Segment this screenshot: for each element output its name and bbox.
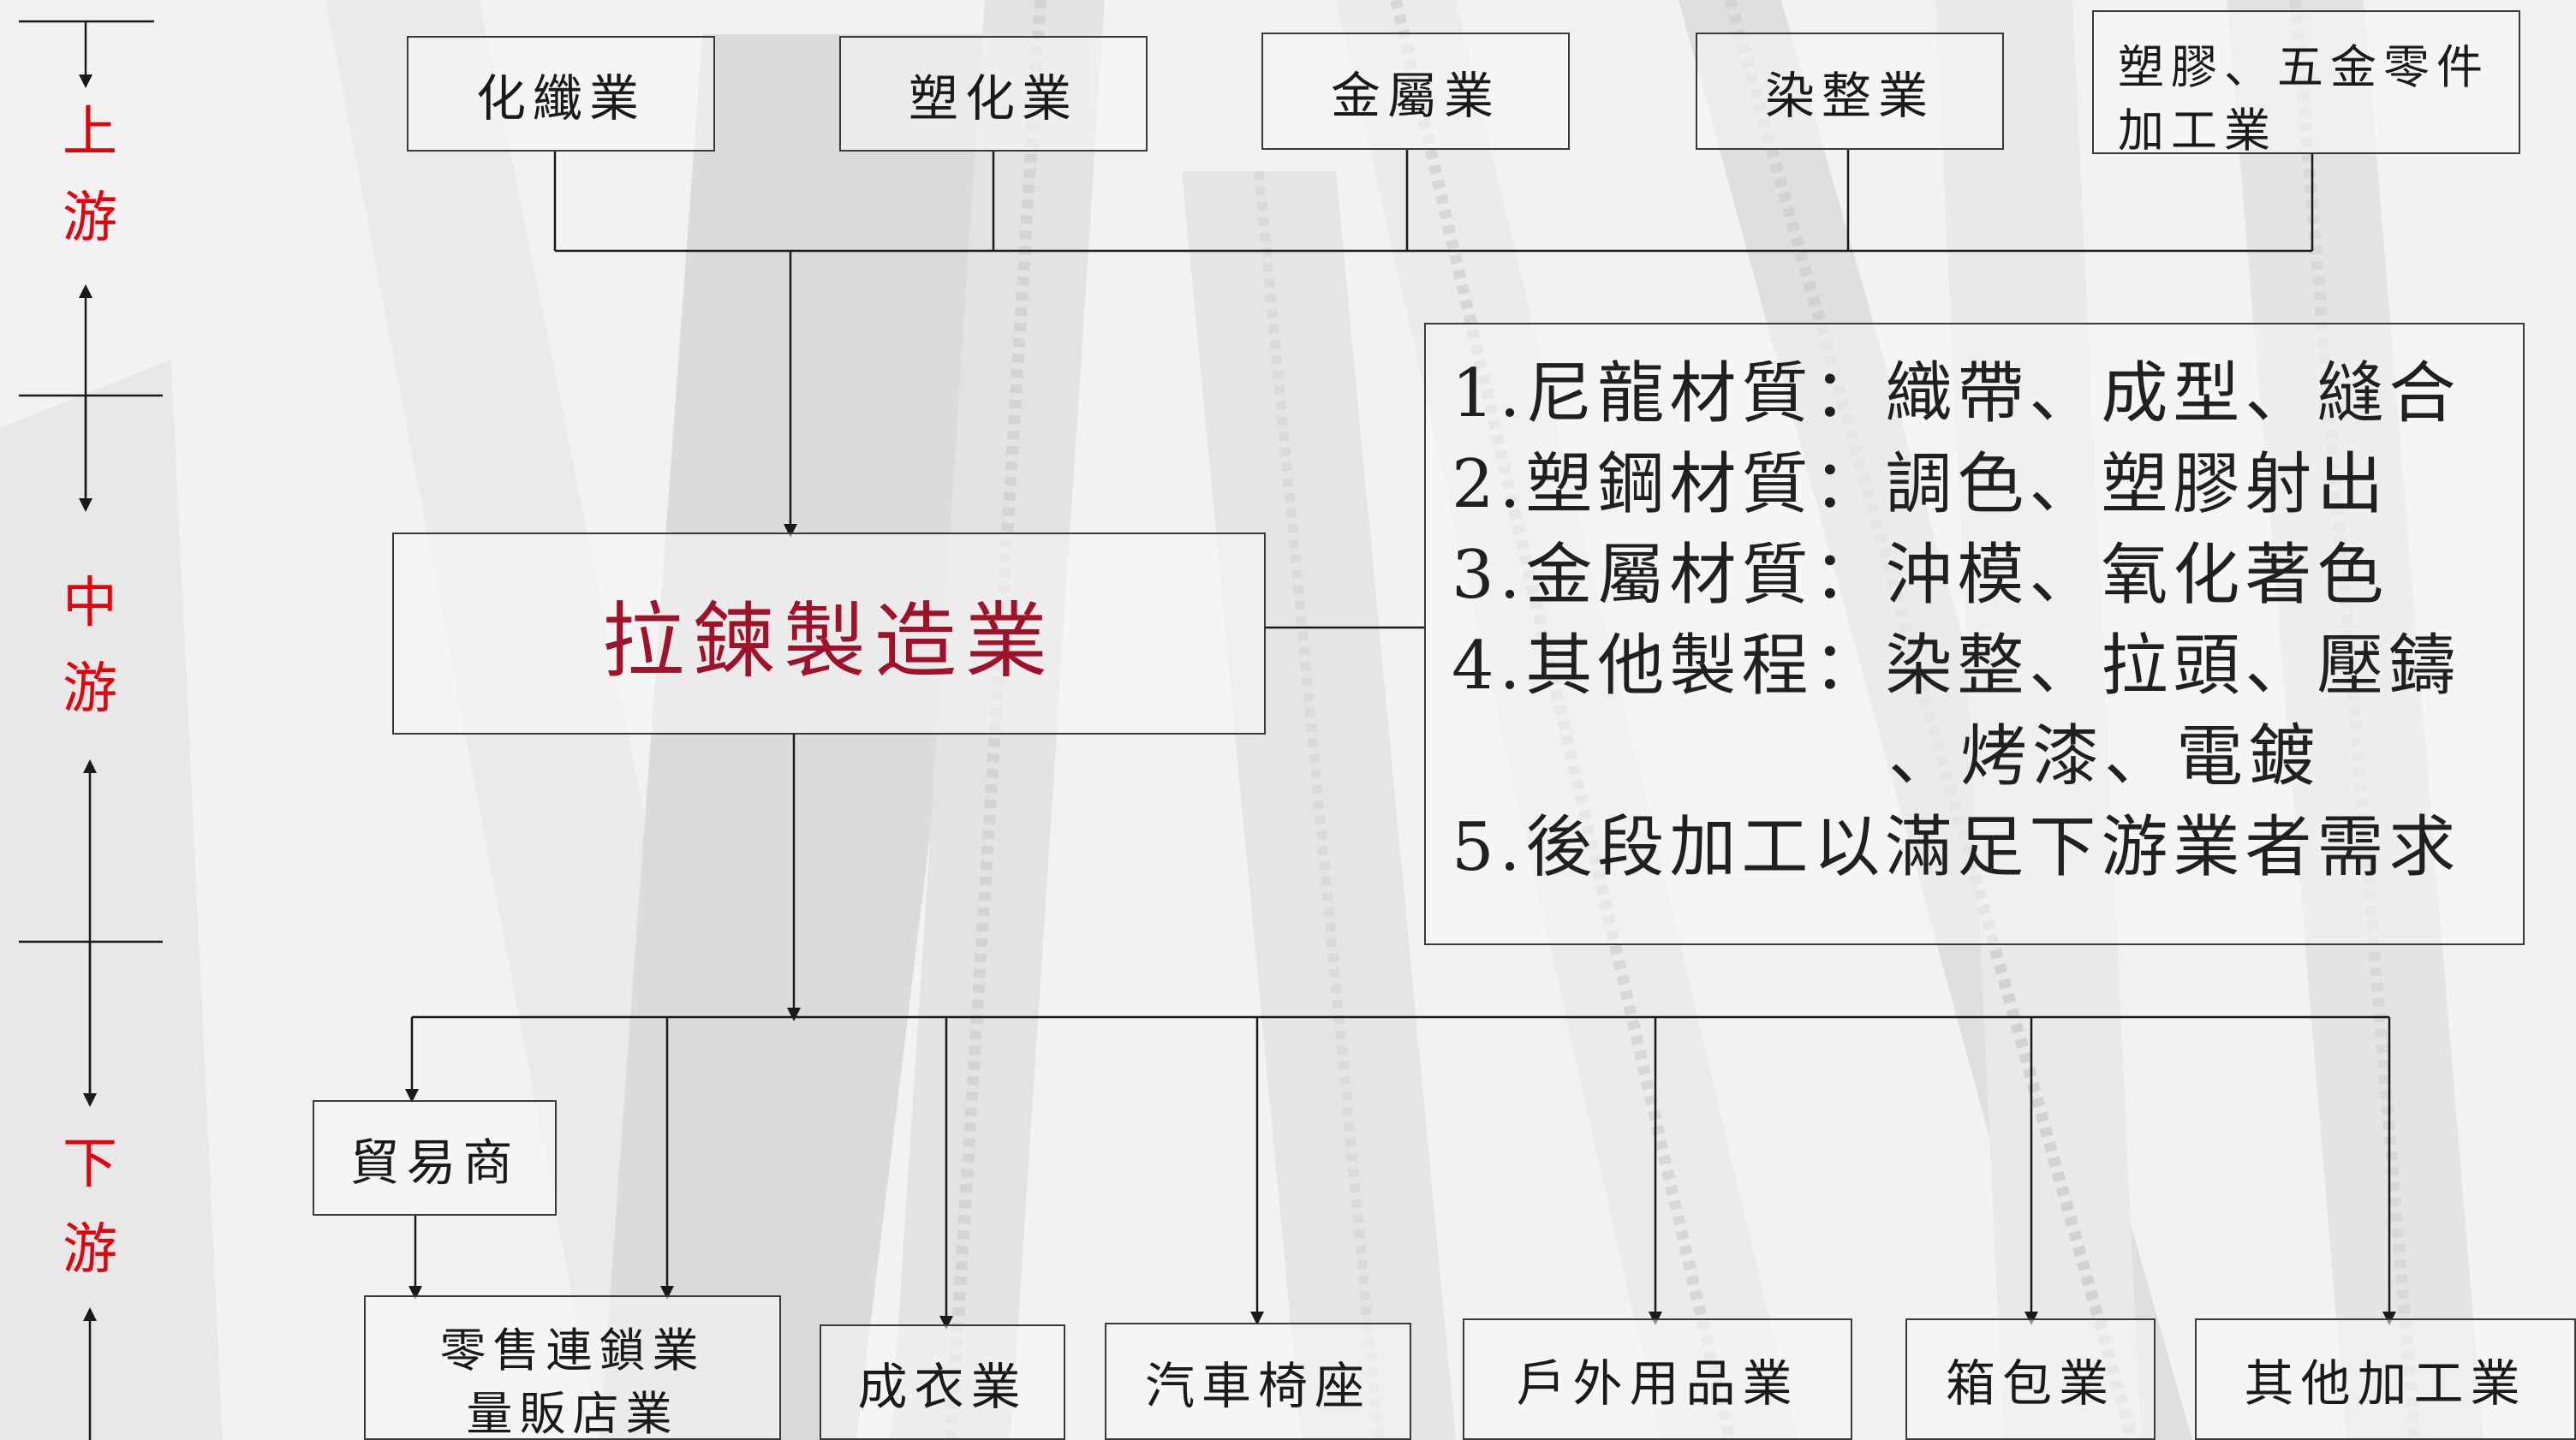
downstream-box-bags: 箱包業 bbox=[1905, 1318, 2156, 1440]
parts-line-1: 塑膠、五金零件 bbox=[2118, 40, 2490, 94]
retail-line-2: 量販店業 bbox=[466, 1387, 679, 1440]
upstream-label: 染整業 bbox=[1764, 66, 1935, 125]
downstream-label: 汽車椅座 bbox=[1144, 1356, 1371, 1415]
stage-label-midstream: 中 游 bbox=[47, 561, 133, 732]
upstream-box-metal: 金屬業 bbox=[1261, 33, 1570, 150]
process-step-2: 2.塑鋼材質：調色、塑膠射出 bbox=[1452, 446, 2389, 523]
downstream-label: 戶外用品業 bbox=[1516, 1354, 1799, 1413]
trader-box: 貿易商 bbox=[313, 1100, 557, 1216]
downstream-label: 成衣業 bbox=[857, 1357, 1028, 1416]
stage-downstream-char-2: 游 bbox=[63, 1218, 117, 1282]
downstream-box-other-processing: 其他加工業 bbox=[2195, 1318, 2576, 1440]
upstream-box-parts-processing: 塑膠、五金零件 加工業 bbox=[2092, 10, 2520, 154]
process-step-3: 3.金屬材質：沖模、氧化著色 bbox=[1452, 537, 2389, 614]
stage-label-downstream: 下 游 bbox=[47, 1122, 133, 1293]
stage-midstream-char-2: 游 bbox=[63, 658, 117, 721]
upstream-box-plastics: 塑化業 bbox=[839, 36, 1148, 152]
process-step-4: 4.其他製程：染整、拉頭、壓鑄 bbox=[1452, 628, 2461, 705]
process-description-box: 1.尼龍材質：織帶、成型、縫合 2.塑鋼材質：調色、塑膠射出 3.金屬材質：沖模… bbox=[1424, 323, 2525, 945]
process-step-1: 1.尼龍材質：織帶、成型、縫合 bbox=[1452, 355, 2461, 432]
stage-label-upstream: 上 游 bbox=[47, 90, 133, 261]
parts-line-2: 加工業 bbox=[2118, 104, 2277, 154]
retail-line-1: 零售連鎖業 bbox=[439, 1324, 706, 1378]
stage-midstream-char-1: 中 bbox=[63, 572, 117, 635]
upstream-label: 塑化業 bbox=[908, 68, 1078, 128]
trader-label: 貿易商 bbox=[349, 1133, 520, 1192]
process-step-4-continued: 、烤漆、電鍍 bbox=[1888, 718, 2321, 795]
zipper-manufacturing-box: 拉鍊製造業 bbox=[392, 533, 1266, 735]
downstream-label: 箱包業 bbox=[1945, 1354, 2115, 1413]
center-label: 拉鍊製造業 bbox=[602, 592, 1056, 689]
upstream-label: 化纖業 bbox=[475, 68, 646, 128]
upstream-label: 金屬業 bbox=[1330, 66, 1500, 125]
upstream-box-dyeing: 染整業 bbox=[1696, 33, 2004, 150]
downstream-box-car-seats: 汽車椅座 bbox=[1105, 1323, 1411, 1440]
retail-chain-box: 零售連鎖業 量販店業 bbox=[364, 1295, 781, 1440]
stage-upstream-char-1: 上 bbox=[63, 101, 117, 164]
downstream-label: 其他加工業 bbox=[2244, 1354, 2527, 1413]
upstream-box-synthetic-fiber: 化纖業 bbox=[407, 36, 715, 152]
downstream-box-outdoor-goods: 戶外用品業 bbox=[1463, 1318, 1852, 1440]
process-step-5: 5.後段加工以滿足下游業者需求 bbox=[1452, 809, 2461, 886]
downstream-box-apparel: 成衣業 bbox=[820, 1324, 1065, 1440]
stage-downstream-char-1: 下 bbox=[63, 1133, 117, 1196]
stage-upstream-char-2: 游 bbox=[63, 187, 117, 250]
